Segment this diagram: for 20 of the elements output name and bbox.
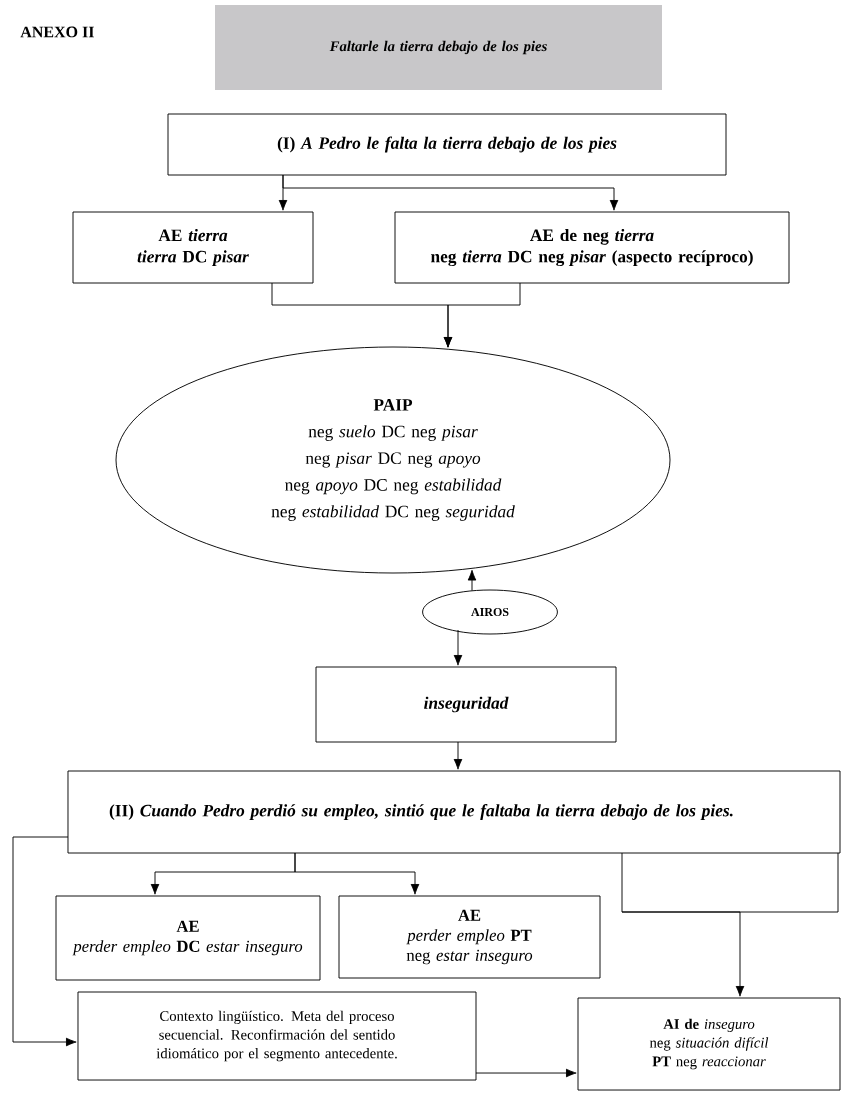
- process-box: AI de inseguro neg situación difícil PT neg reaccionar: [577, 997, 841, 1091]
- arrow: [621, 852, 839, 997]
- process-box: inseguridad: [315, 666, 617, 743]
- title-box: Faltarle la tierra debajo de los pies: [215, 5, 662, 90]
- process-box: AE perder empleo PT neg estar inseguro: [338, 895, 601, 979]
- arrow: [453, 629, 463, 666]
- annex-heading: ANEXO II: [20, 26, 94, 38]
- arrow: [12, 836, 77, 1047]
- arrow: [453, 741, 463, 770]
- arrow: [467, 569, 477, 591]
- context-box: Contexto lingüístico. Meta del proceso secuencial. Reconfirmación del sentido idiomático por el segmento antecedente.: [77, 991, 477, 1081]
- process-box: AE perder empleo DC estar inseguro: [55, 895, 321, 981]
- arrow: [475, 1068, 577, 1078]
- process-box: AE de neg tierra neg tierra DC neg pisar (aspecto recíproco): [394, 211, 790, 284]
- arrow: [443, 282, 521, 348]
- statement-box: (II) Cuando Pedro perdió su empleo, sintió que le faltaba la tierra debajo de los pies.: [67, 770, 841, 854]
- statement-box: (I) A Pedro le falta la tierra debajo de los pies: [167, 113, 727, 176]
- arrow: [294, 852, 420, 895]
- process-box: AE tierra tierra DC pisar: [72, 211, 314, 284]
- arrow: [282, 174, 619, 211]
